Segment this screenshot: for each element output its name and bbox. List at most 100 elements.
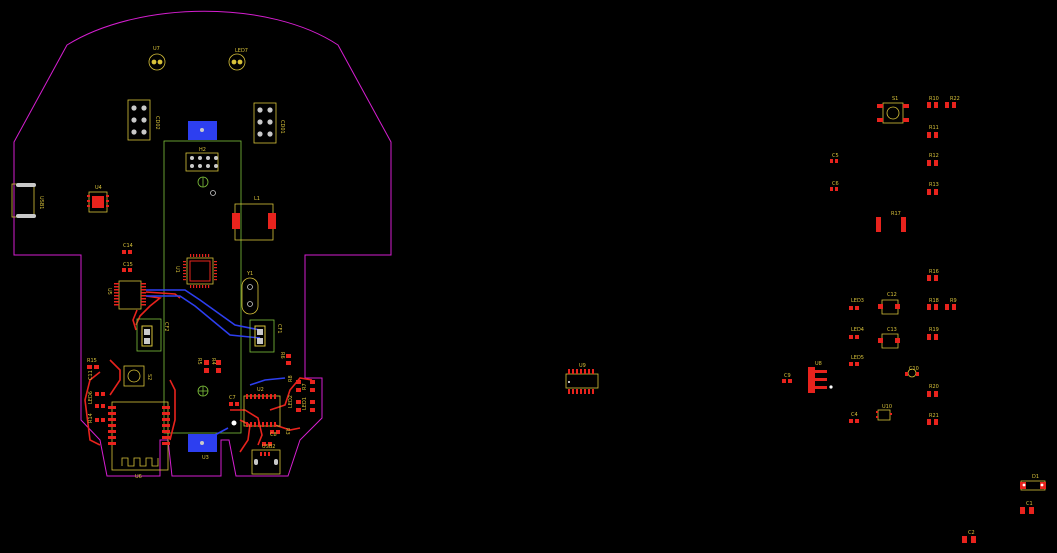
c10-label: C10 [909, 366, 919, 372]
r13-label: R13 [929, 182, 939, 188]
cd02-connector: CD02 [127, 99, 160, 141]
c13-label: C13 [887, 327, 897, 333]
bottom-copper-traces [146, 289, 286, 441]
l1-inductor: L1 [232, 196, 276, 241]
r12-label: R12 [929, 153, 939, 159]
u2-ic: U2 [243, 387, 281, 427]
c1-label: C1 [1026, 501, 1033, 507]
u5-ic: U5 [106, 280, 146, 310]
c11-label: C11 [88, 370, 94, 380]
c5-label: C5 [832, 153, 839, 159]
r14-label: R14 [88, 413, 94, 423]
y1-label: Y1 [246, 271, 253, 277]
c2-label: C2 [968, 530, 975, 536]
u9-ic: U9 [565, 363, 599, 394]
d1-label: D1 [1032, 474, 1039, 480]
cf2-label: CF2 [163, 322, 169, 332]
r15-resistor: R15 [87, 358, 99, 369]
r3-label: R3 [284, 428, 290, 435]
l1-label: L1 [254, 196, 260, 202]
usb2-label: USB2 [262, 444, 275, 450]
led7-label: LED7 [235, 48, 248, 54]
cf1-label: CF1 [276, 324, 282, 334]
u2-label: U2 [257, 387, 264, 393]
u4-ic: U4 [87, 185, 109, 213]
u1-label: U1 [174, 266, 180, 273]
u3-label: U3 [202, 455, 209, 461]
u7-label: U7 [153, 46, 160, 52]
r6-resistor: R6 [279, 352, 291, 365]
r16-label: R16 [929, 269, 939, 275]
c14-capacitor: C14 [122, 243, 133, 254]
r19-label: R19 [929, 327, 939, 333]
r12-resistor: R12 [927, 153, 939, 166]
r15-label: R15 [87, 358, 97, 364]
u3-module: U3 [202, 455, 209, 461]
led4: LED4 [849, 327, 864, 339]
c10-capacitor: C10 [905, 366, 919, 378]
r20-label: R20 [929, 384, 939, 390]
u5-label: U5 [106, 288, 112, 295]
led4-label: LED4 [851, 327, 864, 333]
usb1-connector: USB1 [11, 183, 44, 218]
u8-regulator: U8 [808, 361, 833, 393]
r3-c8-resistors: R3 C8 [262, 428, 290, 446]
module-outline [163, 140, 242, 434]
led3: LED3 [849, 298, 864, 310]
u4-label: U4 [95, 185, 102, 191]
led3-label: LED3 [851, 298, 864, 304]
d1-diode: D1 [1020, 474, 1046, 491]
r22-resistor: R22 [945, 96, 960, 108]
c6-label: C6 [832, 181, 839, 187]
cf2-connector: CF2 [136, 318, 169, 352]
led1-label: LED1 [302, 397, 308, 410]
c4-label: C4 [851, 412, 858, 418]
r16-resistor: R16 [927, 269, 939, 281]
c15-label: C15 [123, 262, 133, 268]
r21-resistor: R21 [927, 413, 939, 425]
cd01-label: CD01 [279, 120, 285, 134]
u1-microcontroller: U1 [174, 254, 217, 288]
cf1-connector: CF1 [249, 319, 282, 353]
led5: LED5 [849, 355, 864, 366]
c2-capacitor: C2 [962, 530, 976, 543]
s2-label: S2 [146, 374, 152, 380]
r18-label: R18 [929, 298, 939, 304]
r17-resistor: R17 [876, 211, 906, 232]
board-outline [13, 10, 392, 477]
u10-label: U10 [882, 404, 892, 410]
r5-r4-resistors: R5 R4 [196, 358, 221, 373]
r18-resistor: R18 [927, 298, 939, 310]
r4-label: R4 [210, 358, 216, 365]
r20-resistor: R20 [927, 384, 939, 397]
c6-capacitor: C6 [830, 181, 839, 191]
usb2-connector: USB2 [251, 444, 281, 475]
s1-label: S1 [892, 96, 898, 102]
h2-header: H2 [185, 147, 219, 196]
c12-capacitor: C12 [878, 292, 900, 315]
u6-module: U6 [108, 401, 170, 480]
c4-capacitor: C4 [849, 412, 859, 423]
r13-resistor: R13 [927, 182, 939, 195]
c7-capacitor: C7 [229, 395, 239, 426]
y1-crystal: Y1 [241, 271, 259, 315]
c9-capacitor: C9 [782, 373, 792, 383]
c15-capacitor: C15 [122, 262, 133, 272]
c5-capacitor: C5 [830, 153, 839, 163]
usb1-label: USB1 [38, 196, 44, 209]
u10-ic: U10 [876, 404, 892, 421]
s2-switch: S2 [123, 365, 152, 387]
r9-label: R9 [950, 298, 957, 304]
r17-label: R17 [891, 211, 901, 217]
r9-resistor: R9 [945, 298, 957, 310]
r8-led2-led1-r7: R8 LED2 LED1 R7 [288, 375, 315, 412]
c1-capacitor: C1 [1020, 501, 1034, 514]
top-copper-traces [84, 291, 313, 453]
s1-switch: S1 [877, 96, 909, 124]
led7-footprint: LED7 [228, 48, 248, 71]
r5-label: R5 [196, 358, 202, 365]
r8-label: R8 [288, 375, 294, 382]
u9-label: U9 [579, 363, 586, 369]
r22-label: R22 [950, 96, 960, 102]
